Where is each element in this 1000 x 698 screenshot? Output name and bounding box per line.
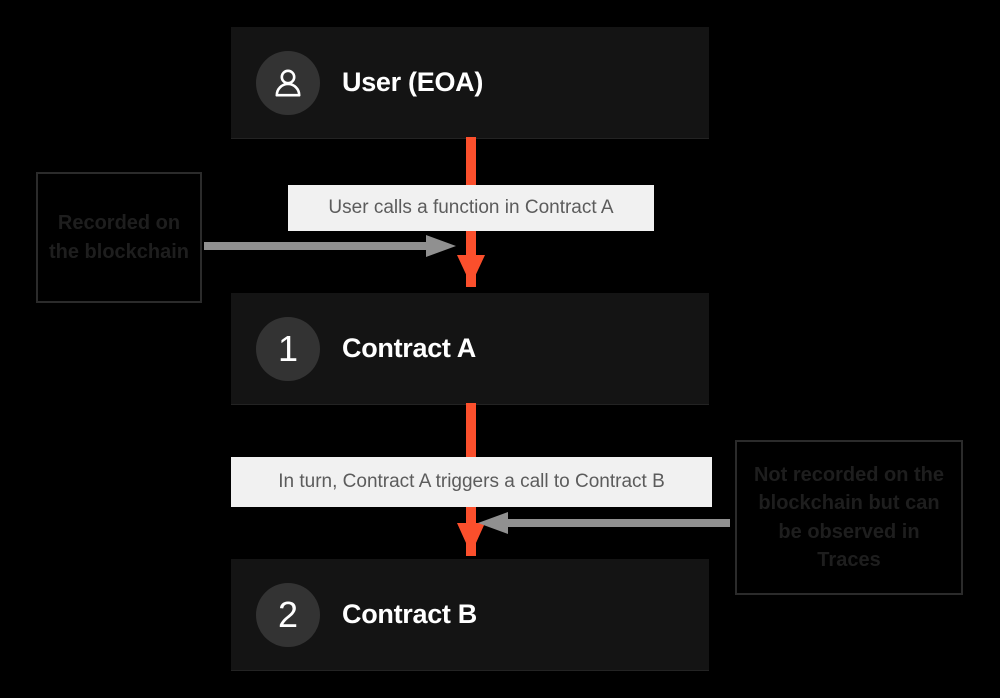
annotation-not-recorded-traces: Not recorded on the blockchain but can b… [735, 440, 963, 595]
step-number-badge-2: 2 [256, 582, 320, 647]
node-contract-a[interactable]: 1 Contract A [231, 293, 709, 405]
user-avatar-badge [256, 50, 320, 115]
caption-contract-a-triggers-b: In turn, Contract A triggers a call to C… [231, 457, 712, 507]
caption-2-text: In turn, Contract A triggers a call to C… [278, 471, 665, 492]
annotation-left-pointer-icon [204, 235, 456, 257]
node-contract-b[interactable]: 2 Contract B [231, 559, 709, 671]
step-number-1: 1 [277, 327, 299, 369]
caption-1-text: User calls a function in Contract A [328, 197, 614, 218]
node-user[interactable]: User (EOA) [231, 27, 709, 139]
step-number-badge-1: 1 [256, 316, 320, 381]
node-contract-b-label: Contract B [342, 599, 478, 629]
annotation-left-text: Recorded on the blockchain [48, 212, 190, 263]
caption-user-calls-function: User calls a function in Contract A [288, 185, 654, 231]
step-number-2: 2 [277, 593, 299, 635]
annotation-right-text: Not recorded on the blockchain but can b… [753, 463, 944, 571]
annotation-recorded-on-blockchain: Recorded on the blockchain [36, 172, 202, 303]
annotation-right-pointer-icon [478, 512, 730, 534]
node-user-label: User (EOA) [342, 67, 484, 97]
node-contract-a-label: Contract A [342, 333, 477, 363]
person-icon [275, 69, 301, 96]
